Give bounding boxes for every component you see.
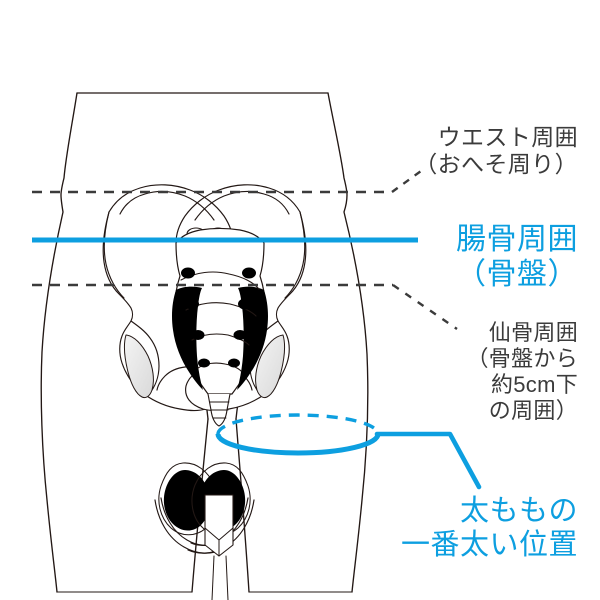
thigh-leader-line [374, 431, 482, 490]
thigh-label-line1: 太ももの [459, 495, 578, 527]
thigh-guide-ellipse [215, 413, 381, 456]
sacral-label-line2: （骨盤から [466, 345, 578, 371]
waist-guide-line [32, 170, 422, 194]
waist-label-line1: ウエスト周囲 [437, 124, 578, 150]
sacral-label-line1: 仙骨周囲 [488, 320, 578, 345]
sacral-guide-line [32, 283, 458, 330]
sacral-foramina [181, 267, 256, 368]
thigh-label-line2: 一番太い位置 [400, 529, 578, 562]
pelvis-skeleton [102, 184, 307, 600]
iliac-circumference-label: 腸骨周囲 （骨盤） [456, 222, 578, 293]
thigh-circumference-label: 太ももの 一番太い位置 [401, 494, 578, 562]
waist-circumference-label: ウエスト周囲 （おへそ周り） [414, 124, 578, 178]
sacral-label-line3: 約5cm下 [490, 371, 578, 397]
iliac-label-line1: 腸骨周囲 [456, 223, 578, 256]
sacral-circumference-label: 仙骨周囲 （骨盤から 約5cm下 の周囲） [466, 320, 578, 424]
iliac-label-line2: （骨盤） [456, 258, 578, 292]
waist-label-line2: （おへそ周り） [414, 151, 578, 178]
sacral-label-line4: の周囲） [488, 397, 578, 423]
